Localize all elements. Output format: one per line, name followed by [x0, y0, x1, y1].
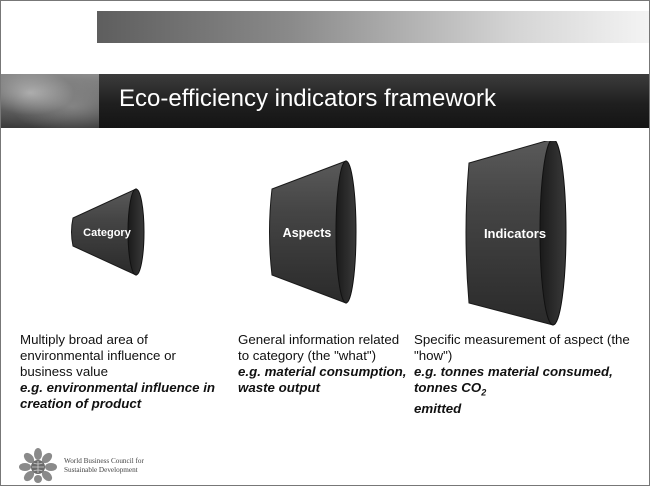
description-aspects: General information related to category … [238, 332, 408, 396]
description-text: General information related to category … [238, 332, 400, 363]
example-prefix: e.g. tonnes material consumed, tonnes CO [414, 364, 613, 395]
logo-line-2: Sustainable Development [64, 466, 138, 474]
slide-title: Eco-efficiency indicators framework [119, 85, 497, 112]
wbcsd-emblem-icon [19, 448, 57, 483]
wbcsd-logo: World Business Council for Sustainable D… [18, 447, 218, 483]
logo-text: World Business Council for Sustainable D… [64, 457, 144, 475]
example-text: e.g. environmental influence in creation… [20, 380, 216, 411]
cone-aspects: Aspects [269, 160, 357, 304]
description-text: Multiply broad area of environmental inf… [20, 332, 176, 379]
example-text: e.g. material consumption, waste output [238, 364, 407, 395]
example-suffix: emitted [414, 400, 462, 416]
example-text: e.g. tonnes material consumed, tonnes CO… [414, 364, 644, 417]
title-band: Eco-efficiency indicators framework [1, 74, 649, 128]
description-text: Specific measurement of aspect (the "how… [414, 332, 630, 363]
description-category: Multiply broad area of environmental inf… [20, 332, 220, 412]
cone-label-aspects: Aspects [283, 226, 332, 240]
cone-category: Category [71, 188, 145, 276]
top-gradient-bar [97, 11, 649, 43]
cone-label-category: Category [83, 227, 132, 239]
title-photo-thumbnail [1, 74, 99, 128]
description-indicators: Specific measurement of aspect (the "how… [414, 332, 644, 417]
logo-line-1: World Business Council for [64, 457, 144, 465]
cone-label-indicators: Indicators [484, 226, 546, 241]
example-subscript: 2 [481, 387, 487, 398]
cone-indicators: Indicators [465, 141, 567, 326]
funnel-diagram: Category Aspects Indicators [71, 141, 567, 326]
